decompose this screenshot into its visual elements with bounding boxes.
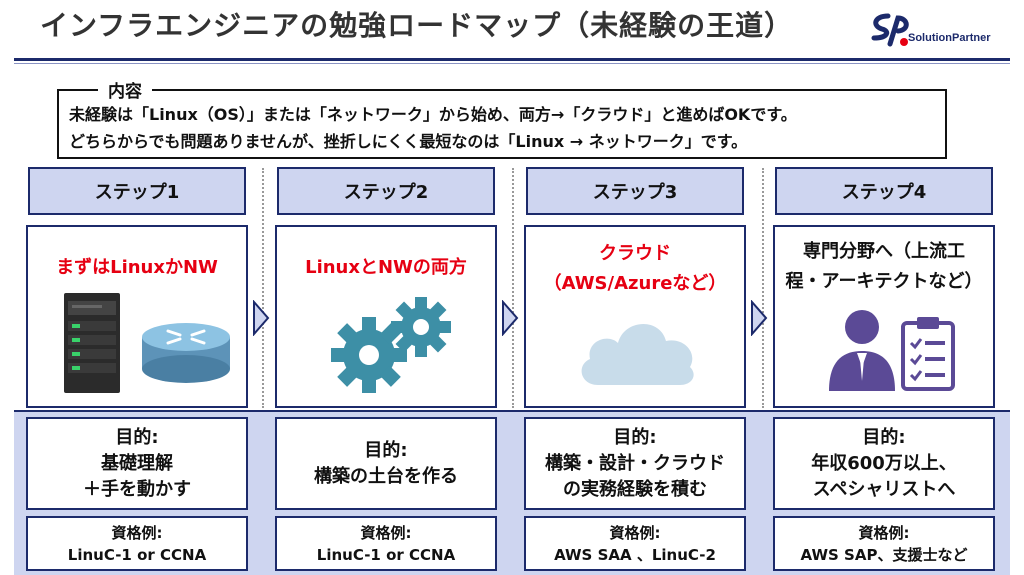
title-rule <box>14 58 1010 61</box>
step-1-header: ステップ1 <box>28 167 246 215</box>
step-2-header: ステップ2 <box>277 167 495 215</box>
qualification-text: LinuC-1 or CCNA <box>67 545 207 564</box>
company-logo: SolutionPartner <box>868 12 1018 52</box>
step-2-card: LinuxとNWの両方 <box>275 225 497 408</box>
step-4-title-line-2: 程・アーキテクトなど） <box>785 271 983 292</box>
step-4-qualification: 資格例: AWS SAP、支援士など <box>773 516 995 571</box>
title-rule-thin <box>14 63 1010 64</box>
cloud-icon <box>581 323 694 385</box>
qualification-label: 資格例: <box>609 523 661 542</box>
goal-text-line-1: 構築の土台を作る <box>314 465 458 487</box>
step-4-title-line-1: 専門分野へ（上流工 <box>803 241 965 262</box>
step-1-qualification: 資格例: LinuC-1 or CCNA <box>26 516 248 571</box>
step-divider <box>762 168 764 408</box>
step-3-goal: 目的: 構築・設計・クラウド の実務経験を積む <box>524 417 746 510</box>
step-3-title-line-2: （AWS/Azureなど） <box>543 273 727 294</box>
person-icon <box>829 310 895 391</box>
content-line-2: どちらからでも問題ありませんが、挫折しにくく最短なのは「Linux → ネットワ… <box>69 132 748 151</box>
goal-text-line-2: スペシャリストへ <box>812 478 956 500</box>
logo-text: SolutionPartner <box>908 32 991 44</box>
goal-text-line-2: ＋手を動かす <box>83 478 191 500</box>
step-3-qualification: 資格例: AWS SAA 、LinuC-2 <box>524 516 746 571</box>
goal-label: 目的: <box>364 439 408 461</box>
goal-text-line-1: 構築・設計・クラウド <box>545 452 725 474</box>
step-1-card: まずはLinuxかNW <box>26 225 248 408</box>
step-3-card: クラウド （AWS/Azureなど） <box>524 225 746 408</box>
content-line-1: 未経験は「Linux（OS）」または「ネットワーク」から始め、両方→「クラウド」… <box>69 105 797 124</box>
step-arrow-icon <box>751 300 768 336</box>
goal-label: 目的: <box>613 426 657 448</box>
goal-text-line-1: 基礎理解 <box>101 452 173 474</box>
content-box: 未経験は「Linux（OS）」または「ネットワーク」から始め、両方→「クラウド」… <box>57 89 947 159</box>
logo-mark-icon <box>871 13 909 47</box>
step-1-title: まずはLinuxかNW <box>56 257 218 278</box>
qualification-label: 資格例: <box>858 523 910 542</box>
step-2-goal: 目的: 構築の土台を作る <box>275 417 497 510</box>
goal-label: 目的: <box>115 426 159 448</box>
qualification-label: 資格例: <box>360 523 412 542</box>
server-icon <box>64 293 120 393</box>
content-label: 内容 <box>98 77 152 102</box>
step-3-header: ステップ3 <box>526 167 744 215</box>
step-2-qualification: 資格例: LinuC-1 or CCNA <box>275 516 497 571</box>
step-1-goal: 目的: 基礎理解 ＋手を動かす <box>26 417 248 510</box>
checklist-icon <box>901 317 955 391</box>
step-divider <box>512 168 514 408</box>
qualification-label: 資格例: <box>111 523 163 542</box>
router-icon <box>142 323 230 383</box>
step-4-card: 専門分野へ（上流工 程・アーキテクトなど） <box>773 225 995 408</box>
gears-icon <box>331 297 451 393</box>
step-4-header: ステップ4 <box>775 167 993 215</box>
goal-label: 目的: <box>862 426 906 448</box>
goal-text-line-2: の実務経験を積む <box>563 478 707 500</box>
page-title: インフラエンジニアの勉強ロードマップ（未経験の王道） <box>40 9 794 42</box>
step-arrow-icon <box>253 300 270 336</box>
qualification-text: LinuC-1 or CCNA <box>316 545 456 564</box>
goal-text-line-1: 年収600万以上、 <box>811 452 957 474</box>
step-4-goal: 目的: 年収600万以上、 スペシャリストへ <box>773 417 995 510</box>
step-divider <box>262 168 264 408</box>
qualification-text: AWS SAP、支援士など <box>800 545 968 564</box>
qualification-text: AWS SAA 、LinuC-2 <box>554 545 716 564</box>
step-3-title-line-1: クラウド <box>599 243 671 264</box>
step-2-title: LinuxとNWの両方 <box>305 257 467 278</box>
step-arrow-icon <box>502 300 519 336</box>
